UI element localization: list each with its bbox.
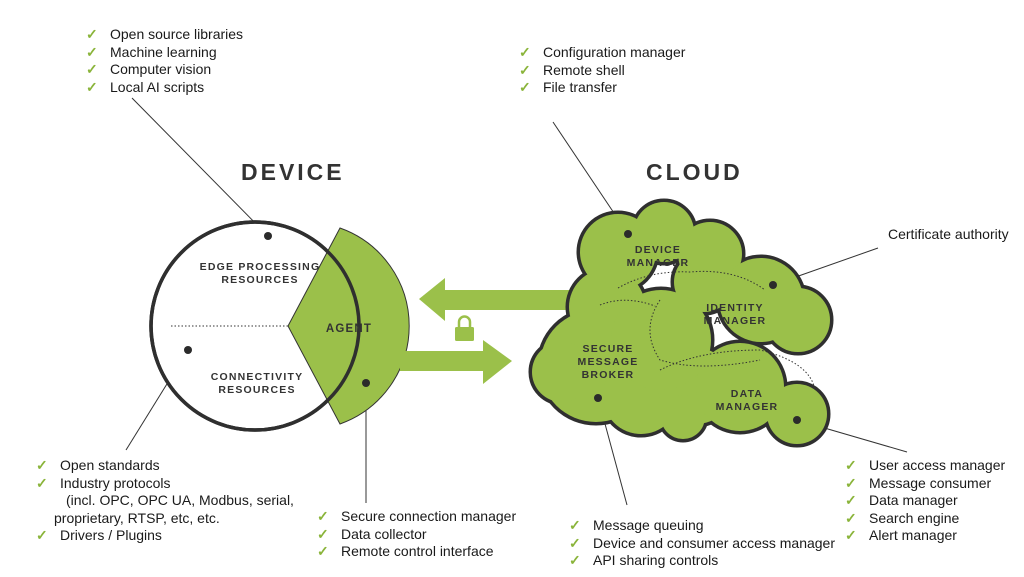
list-item: ✓Data collector [317,525,427,542]
data-manager-features-list: ✓User access manager ✓Message consumer ✓… [845,457,1005,545]
agent-dot [362,379,370,387]
edge-features-list: ✓Open source libraries ✓Machine learning… [86,26,243,96]
check-icon: ✓ [845,509,857,526]
connectivity-features-list: ✓Open standards ✓Industry protocols (inc… [36,457,294,545]
list-item: ✓Alert manager [845,527,957,543]
check-icon: ✓ [519,79,531,95]
list-item: ✓Remote control interface [317,543,494,559]
check-icon: ✓ [569,552,581,568]
check-icon: ✓ [317,508,329,524]
certificate-authority-label: Certificate authority [888,226,1009,242]
list-item: ✓Industry protocols [36,474,171,491]
check-icon: ✓ [845,474,857,491]
arrow-left-icon [419,278,582,321]
connectivity-dot [184,346,192,354]
list-item: ✓Open standards [36,457,160,473]
arrow-right-icon [400,340,512,384]
list-item: ✓Configuration manager [519,44,686,60]
check-icon: ✓ [86,61,98,77]
list-item: ✓Open source libraries [86,26,244,42]
list-item: ✓API sharing controls [569,552,719,568]
list-item: ✓Remote shell [519,61,625,78]
identity-manager-dot [769,281,777,289]
list-item: ✓Search engine [845,509,960,526]
check-icon: ✓ [845,492,857,508]
broker-dot [594,394,602,402]
lock-icon [455,315,474,341]
device-manager-dot [624,230,632,238]
list-item: ✓Message consumer [845,474,992,491]
check-icon: ✓ [36,457,48,473]
check-icon: ✓ [845,457,857,473]
cloud-shape [528,198,834,448]
list-item: ✓Secure connection manager [317,508,517,524]
check-icon: ✓ [86,26,98,42]
device-manager-features-list: ✓Configuration manager ✓Remote shell ✓Fi… [519,44,685,97]
list-item: ✓Drivers / Plugins [36,527,162,543]
list-item: ✓Data manager [845,492,958,508]
check-icon: ✓ [519,44,531,60]
check-icon: ✓ [86,43,98,60]
data-manager-dot [793,416,801,424]
check-icon: ✓ [569,517,581,533]
broker-features-list: ✓Message queuing ✓Device and consumer ac… [569,517,835,570]
device-circle [149,220,410,432]
list-item: ✓Device and consumer access manager [569,534,836,551]
check-icon: ✓ [317,525,329,542]
list-item-continuation: (incl. OPC, OPC UA, Modbus, serial, [66,492,294,508]
check-icon: ✓ [317,543,329,559]
agent-features-list: ✓Secure connection manager ✓Data collect… [317,508,516,561]
list-item-continuation: proprietary, RTSP, etc, etc. [54,509,220,526]
edge-dot [264,232,272,240]
list-item: ✓User access manager [845,457,1006,473]
agent-label: AGENT [325,323,373,335]
check-icon: ✓ [36,474,48,491]
list-item: ✓File transfer [519,79,617,95]
check-icon: ✓ [845,527,857,543]
check-icon: ✓ [86,78,98,95]
check-icon: ✓ [36,527,48,543]
list-item: ✓Message queuing [569,517,704,533]
device-title: DEVICE [241,159,345,185]
list-item: ✓Computer vision [86,61,212,77]
list-item: ✓Local AI scripts [86,78,205,95]
check-icon: ✓ [519,61,531,78]
list-item: ✓Machine learning [86,43,217,60]
check-icon: ✓ [569,534,581,551]
cloud-title: CLOUD [646,159,743,185]
